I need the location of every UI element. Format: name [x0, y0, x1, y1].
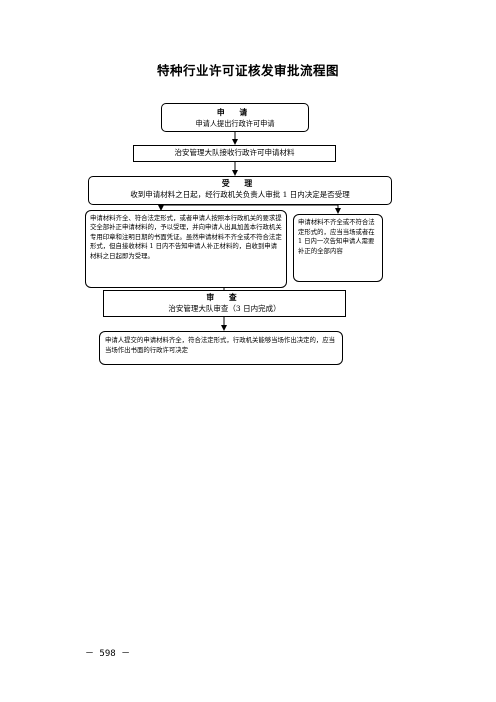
- receive-box: 治安管理大队接收行政许可申请材料: [133, 145, 336, 162]
- review-text: 治安管理大队审查（3 日内完成）: [168, 303, 281, 313]
- accept-yes-box: 申请材料齐全、符合法定形式，或者申请人按照本行政机关的要求提交全部补正申请材料的…: [85, 210, 287, 288]
- accept-yes-text: 申请材料齐全、符合法定形式，或者申请人按照本行政机关的要求提交全部补正申请材料的…: [90, 214, 282, 260]
- accept-no-box: 申请材料不齐全或不符合法定形式的，应当当场或者在 1 日内一次告知申请人需要补正…: [293, 214, 383, 282]
- review-heading: 审 查: [206, 293, 243, 302]
- accept-box: 受 理 收到申请材料之日起，经行政机关负责人审批 1 日内决定是否受理: [88, 176, 392, 205]
- accept-text: 收到申请材料之日起，经行政机关负责人审批 1 日内决定是否受理: [130, 189, 350, 199]
- apply-text: 申请人提出行政许可申请: [195, 118, 275, 128]
- accept-heading: 受 理: [221, 179, 259, 188]
- page-title: 特种行业许可证核发审批流程图: [156, 63, 339, 78]
- receive-text: 治安管理大队接收行政许可申请材料: [174, 148, 295, 157]
- accept-no-text: 申请材料不齐全或不符合法定形式的，应当当场或者在 1 日内一次告知申请人需要补正…: [298, 218, 375, 255]
- apply-box: 申 请 申请人提出行政许可申请: [161, 103, 309, 132]
- apply-heading: 申 请: [216, 108, 254, 117]
- decision-box: 申请人提交的申请材料齐全，符合法定形式，行政机关能够当场作出决定的，应当当场作出…: [99, 331, 343, 365]
- review-box: 审 查 治安管理大队审查（3 日内完成）: [103, 290, 346, 317]
- page-number: － 598 －: [85, 649, 131, 659]
- decision-text: 申请人提交的申请材料齐全，符合法定形式，行政机关能够当场作出决定的，应当当场作出…: [105, 336, 336, 354]
